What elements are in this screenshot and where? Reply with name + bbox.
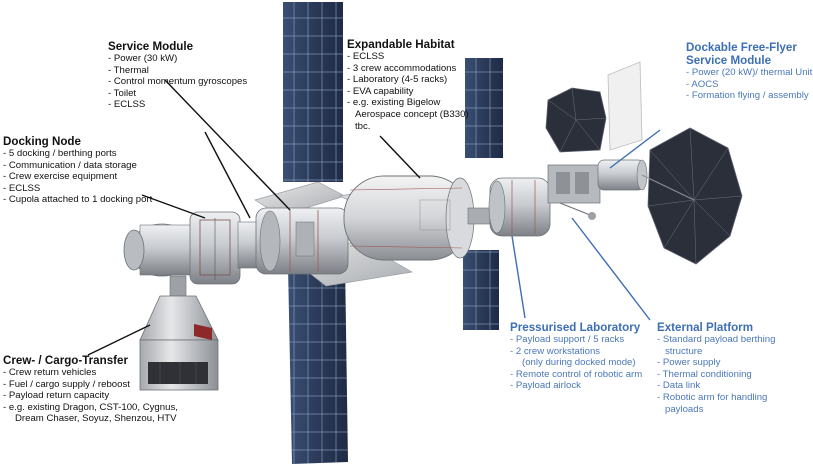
- expandable-habitat-module: [343, 175, 475, 261]
- free-flyer-label: Dockable Free-Flyer Service Module - Pow…: [686, 41, 812, 102]
- fan-solar-array-lower: [641, 127, 743, 265]
- service-module: [237, 207, 349, 275]
- docking-node-item: - Communication / data storage: [3, 159, 137, 171]
- crew-cargo-item: Dream Chaser, Soyuz, Shenzou, HTV: [15, 413, 177, 425]
- pressurised-lab-item: - Remote control of robotic arm: [510, 368, 643, 380]
- expandable-habitat-item: tbc.: [355, 120, 371, 132]
- external-platform-item: - Thermal conditioning: [657, 368, 752, 380]
- pressurised-laboratory-module: [488, 177, 551, 237]
- external-platform-item: structure: [665, 345, 703, 357]
- leader-lines-dark: [87, 79, 421, 356]
- expandable-habitat-title: Expandable Habitat: [347, 38, 455, 51]
- crew-capsule: [139, 275, 219, 391]
- service-module-item: - Thermal: [108, 64, 149, 76]
- crew-cargo-item: - Payload return capacity: [3, 390, 110, 402]
- external-platform-item: - Data link: [657, 380, 701, 392]
- pressurised-lab-item: (only during docked mode): [522, 357, 636, 369]
- crew-cargo-label: Crew- / Cargo-Transfer - Crew return veh…: [3, 354, 178, 425]
- secondary-solar-array: [463, 58, 503, 330]
- expandable-habitat-item: - EVA capability: [347, 85, 414, 97]
- external-platform-item: - Robotic arm for handling: [657, 391, 768, 403]
- crew-cargo-item: - e.g. existing Dragon, CST-100, Cygnus,: [3, 401, 178, 413]
- expandable-habitat-item: - e.g. existing Bigelow: [347, 97, 441, 109]
- crew-cargo-item: - Crew return vehicles: [3, 367, 97, 378]
- leader-lines-blue: [511, 129, 661, 321]
- free-flyer-title-line1: Dockable Free-Flyer: [686, 41, 797, 54]
- external-platform: [547, 164, 601, 220]
- main-solar-array: [283, 2, 348, 464]
- docking-node-item: - Cupola attached to 1 docking port: [3, 194, 153, 206]
- free-flyer-module: [597, 159, 648, 191]
- expandable-habitat-label: Expandable Habitat - ECLSS - 3 crew acco…: [347, 38, 469, 132]
- expandable-habitat-item: Aerospace concept (B330): [355, 108, 469, 120]
- free-flyer-item: - Power (20 kW)/ thermal Unit: [686, 67, 813, 78]
- service-module-item: - ECLSS: [108, 99, 146, 111]
- docking-node-item: - 5 docking / berthing ports: [3, 148, 117, 159]
- crew-cargo-item: - Fuel / cargo supply / reboost: [3, 378, 130, 390]
- external-platform-item: - Standard payload berthing: [657, 334, 776, 345]
- crew-cargo-title: Crew- / Cargo-Transfer: [3, 354, 128, 367]
- docking-node-title: Docking Node: [3, 135, 81, 148]
- pressurised-lab-title: Pressurised Laboratory: [510, 321, 641, 334]
- external-platform-item: payloads: [665, 403, 704, 415]
- free-flyer-title-line2: Service Module: [686, 54, 772, 67]
- pressurised-lab-item: - Payload support / 5 racks: [510, 334, 625, 345]
- radiator-panel: [607, 61, 643, 151]
- free-flyer-item: - AOCS: [686, 78, 719, 90]
- expandable-habitat-item: - Laboratory (4-5 racks): [347, 74, 448, 86]
- pressurised-lab-item: - Payload airlock: [510, 380, 581, 392]
- service-module-label: Service Module - Power (30 kW) - Thermal…: [108, 40, 247, 111]
- fan-solar-array-upper: [545, 87, 607, 153]
- service-module-item: - Control momentum gyroscopes: [108, 76, 248, 88]
- pressurised-lab-item: - 2 crew workstations: [510, 345, 601, 357]
- external-platform-title: External Platform: [657, 321, 753, 334]
- docking-node-label: Docking Node - 5 docking / berthing port…: [3, 135, 152, 206]
- pressurised-lab-label: Pressurised Laboratory - Payload support…: [510, 321, 642, 392]
- docking-node-module: [123, 211, 241, 285]
- docking-node-item: - ECLSS: [3, 182, 41, 194]
- external-platform-label: External Platform - Standard payload ber…: [657, 321, 775, 415]
- expandable-habitat-item: - ECLSS: [347, 51, 385, 62]
- free-flyer-item: - Formation flying / assembly: [686, 90, 809, 102]
- service-module-item: - Toilet: [108, 87, 137, 99]
- expandable-habitat-item: - 3 crew accommodations: [347, 62, 457, 74]
- external-platform-item: - Power supply: [657, 357, 721, 369]
- docking-node-item: - Crew exercise equipment: [3, 171, 118, 183]
- service-module-title: Service Module: [108, 40, 194, 53]
- service-module-item: - Power (30 kW): [108, 53, 178, 64]
